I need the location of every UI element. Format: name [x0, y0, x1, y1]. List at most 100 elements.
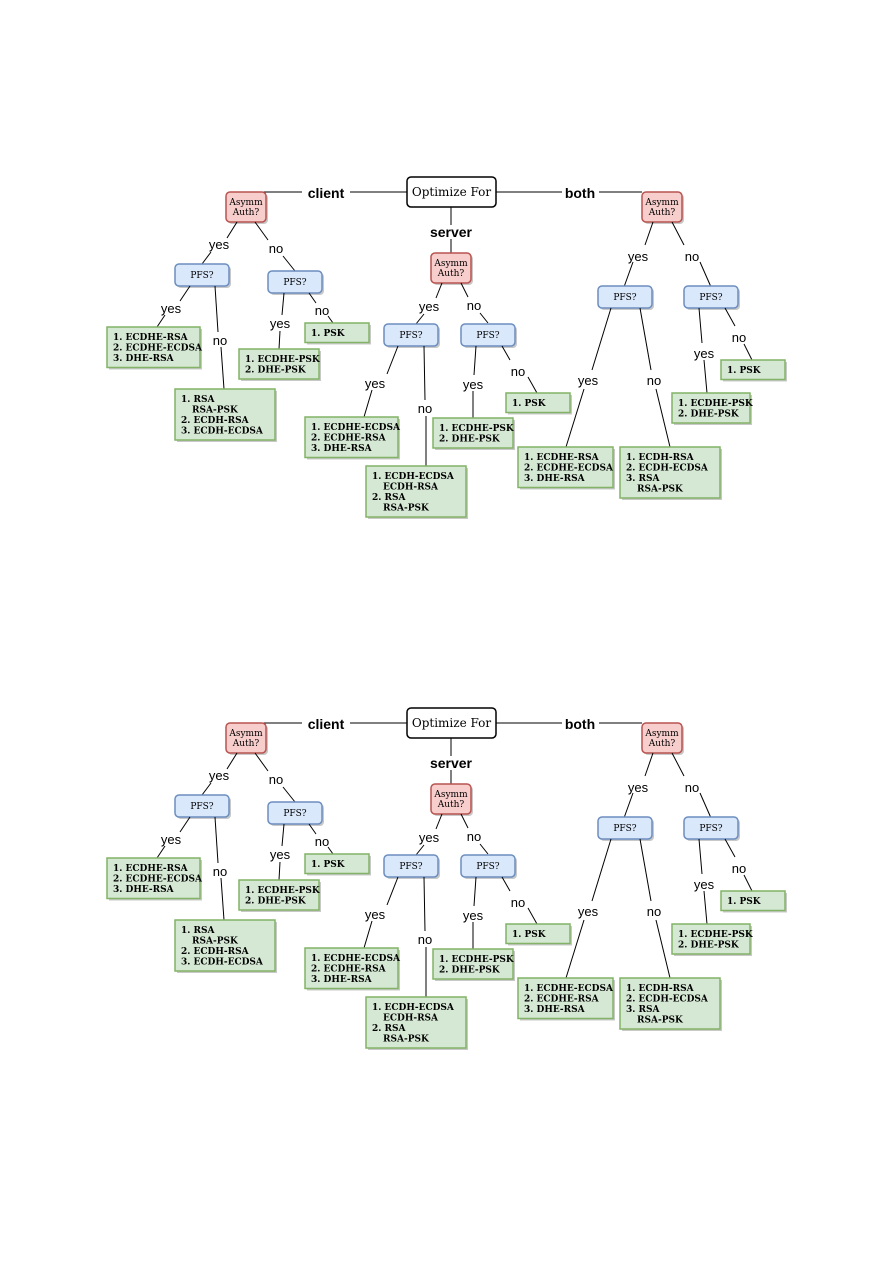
- answer-label-yes: yes: [161, 301, 182, 316]
- root-node-label: Optimize For: [412, 716, 492, 730]
- leaf-server-pfs-no-line: 1. ECDH-ECDSA: [372, 1003, 455, 1013]
- edge-server-nopfs-no: [501, 345, 511, 361]
- auth-node-both-label: Asymm: [644, 198, 679, 208]
- edge-both-nopfs-yes: [703, 890, 708, 925]
- edge-client-pfs-yes: [179, 816, 191, 833]
- edge-server-pfs-yes: [386, 345, 399, 375]
- auth-node-client-label: Asymm: [228, 729, 263, 739]
- auth-node-client-label: Auth?: [232, 739, 260, 749]
- edge-both-nopfs-yes: [698, 838, 703, 875]
- leaf-client-nopfs-yes-shape: [238, 348, 320, 380]
- leaf-both-pfs-yes-line: 1. ECDHE-RSA: [524, 453, 600, 463]
- leaf-server-pfs-yes-line: 2. ECDHE-RSA: [311, 965, 387, 975]
- leaf-server-pfs-yes-line: 3. DHE-RSA: [311, 975, 373, 985]
- pfs-node-server-asym: PFS?: [383, 323, 440, 348]
- pfs-node-both-asym: PFS?: [597, 816, 654, 841]
- auth-node-client-label: Asymm: [228, 198, 263, 208]
- branch-label-client: client: [308, 716, 345, 732]
- leaf-client-pfs-yes-line: 3. DHE-RSA: [113, 885, 175, 895]
- pfs-node-client-asym: PFS?: [174, 263, 231, 288]
- auth-node-both-shape: [641, 191, 683, 223]
- edge-both-pfs-yes: [591, 838, 612, 902]
- pfs-node-server-sym-shape: [460, 854, 516, 878]
- pfs-node-both-sym: PFS?: [683, 285, 740, 310]
- edge-client-pfs-yes: [156, 314, 166, 328]
- branch-label-server: server: [430, 224, 473, 240]
- leaf-client-pfs-no-line: RSA-PSK: [192, 406, 239, 416]
- edge-client-auth-yes: [226, 752, 238, 770]
- answer-label-yes: yes: [578, 904, 599, 919]
- pfs-node-client-asym-label: PFS?: [190, 271, 213, 281]
- leaf-client-pfs-yes-line: 2. ECDHE-ECDSA: [113, 344, 203, 354]
- edge-both-nopfs-yes: [698, 307, 703, 344]
- edge-client-nopfs-yes: [281, 292, 285, 316]
- answer-label-no: no: [647, 373, 661, 388]
- leaf-server-pfs-no-shape: [365, 996, 467, 1049]
- leaf-both-pfs-no-line: 3. RSA: [626, 474, 661, 484]
- leaf-client-nopfs-yes-line: 2. DHE-PSK: [245, 366, 307, 376]
- leaf-client-pfs-yes-line: 1. ECDHE-RSA: [113, 333, 189, 343]
- edge-client-auth-no: [282, 786, 296, 803]
- answer-label-yes: yes: [270, 847, 291, 862]
- answer-label-no: no: [685, 780, 699, 795]
- edge-both-nopfs-yes: [703, 359, 708, 394]
- leaf-client-pfs-no-shape: [174, 388, 276, 441]
- answer-label-no: no: [467, 298, 481, 313]
- leaf-server-pfs-no-shape: [365, 465, 467, 518]
- leaf-server-nopfs-no-line: 1. PSK: [512, 399, 547, 409]
- edge-server-nopfs-yes: [473, 876, 477, 907]
- answer-label-yes: yes: [161, 832, 182, 847]
- leaf-server-pfs-yes-line: 3. DHE-RSA: [311, 444, 373, 454]
- leaf-client-pfs-yes-line: 1. ECDHE-RSA: [113, 864, 189, 874]
- edge-server-auth-yes: [435, 813, 443, 830]
- edge-server-nopfs-yes: [473, 345, 477, 376]
- pfs-node-both-sym-label: PFS?: [699, 824, 722, 834]
- leaf-both-pfs-no-line: 2. ECDH-ECDSA: [626, 995, 709, 1005]
- branch-label-both: both: [565, 716, 595, 732]
- pfs-node-client-asym: PFS?: [174, 794, 231, 819]
- edge-both-nopfs-no: [743, 874, 753, 892]
- leaf-both-nopfs-no: 1. PSK: [720, 359, 787, 382]
- edge-both-pfs-yes: [565, 919, 585, 979]
- edge-server-auth-yes: [435, 282, 443, 299]
- edge-both-nopfs-no: [743, 343, 753, 361]
- pfs-node-server-asym-label: PFS?: [399, 862, 422, 872]
- auth-node-server-shape: [430, 252, 472, 284]
- edge-server-nopfs-no: [527, 376, 538, 394]
- edge-client-pfs-no: [220, 877, 225, 921]
- leaf-client-pfs-no-line: 1. RSA: [181, 395, 216, 405]
- leaf-server-nopfs-no: 1. PSK: [505, 392, 572, 415]
- pfs-node-server-sym: PFS?: [460, 323, 517, 348]
- edge-client-auth-yes: [226, 221, 238, 239]
- leaf-client-nopfs-yes-shape: [238, 879, 320, 911]
- leaf-server-pfs-yes-shape: [304, 416, 399, 459]
- answer-label-yes: yes: [419, 830, 440, 845]
- pfs-node-client-sym-shape: [267, 270, 323, 294]
- answer-label-yes: yes: [694, 346, 715, 361]
- edge-client-nopfs-no: [327, 846, 334, 855]
- leaf-server-pfs-no-line: RSA-PSK: [383, 1035, 430, 1045]
- leaf-client-nopfs-yes-line: 1. ECDHE-PSK: [245, 886, 321, 896]
- leaf-server-nopfs-no-shape: [505, 392, 571, 414]
- edge-client-auth-no: [254, 752, 269, 772]
- leaf-server-nopfs-no-line: 1. PSK: [512, 930, 547, 940]
- leaf-server-pfs-yes-line: 2. ECDHE-RSA: [311, 434, 387, 444]
- edge-server-pfs-yes: [386, 876, 399, 906]
- edge-server-nopfs-no: [527, 907, 538, 925]
- answer-label-no: no: [418, 932, 432, 947]
- edge-server-auth-yes: [415, 844, 425, 856]
- leaf-server-pfs-yes-shape: [304, 947, 399, 990]
- leaf-client-pfs-no-line: 1. RSA: [181, 926, 216, 936]
- edge-both-pfs-no: [655, 388, 671, 448]
- leaf-server-nopfs-yes-line: 2. DHE-PSK: [439, 435, 501, 445]
